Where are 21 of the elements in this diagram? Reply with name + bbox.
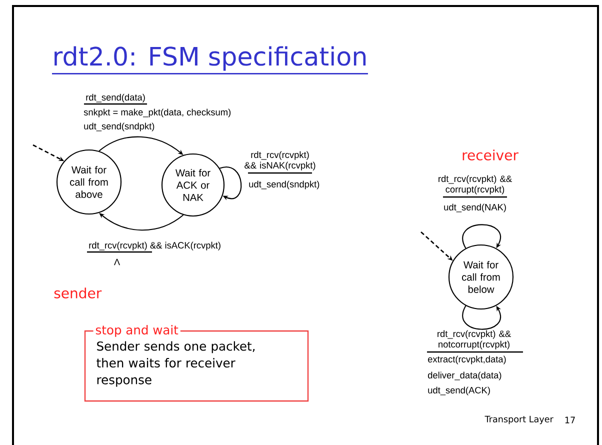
action-label: udt_send(NAK) [444,204,506,212]
action-label: extract(rcvpkt,data) [428,356,506,364]
event-label: rdt_rcv(rcvpkt) && notcorrupt(rcvpkt) [438,330,511,350]
event-label: rdt_rcv(rcvpkt) && isNAK(rcvpkt) [244,151,316,170]
transition-arrow [220,166,242,200]
action-label: udt_send(ACK) [428,386,490,396]
role-label: sender [54,288,102,298]
event-label: rdt_send(data) [86,94,145,102]
slide-title: rdt2.0: FSM specification [52,46,368,74]
action-label: udt_send(sndpkt) [84,122,154,132]
event-label: rdt_rcv(rcvpkt) && corrupt(rcvpkt) [438,175,512,194]
transition-arrow [462,224,502,248]
footer-text: Transport Layer [484,416,554,424]
note-box: stop and wait Sender sends one packet, then waits for receiver response [84,324,309,402]
role-label: receiver [462,150,518,160]
action-label: Λ [114,258,120,266]
event-label: rdt_rcv(rcvpkt) && isACK(rcvpkt) [89,242,220,250]
page-number: 17 [565,416,575,424]
action-label: deliver_data(data) [428,372,502,380]
action-label: snkpkt = make_pkt(data, checksum) [84,108,231,118]
action-label: udt_send(sndpkt) [249,180,320,190]
